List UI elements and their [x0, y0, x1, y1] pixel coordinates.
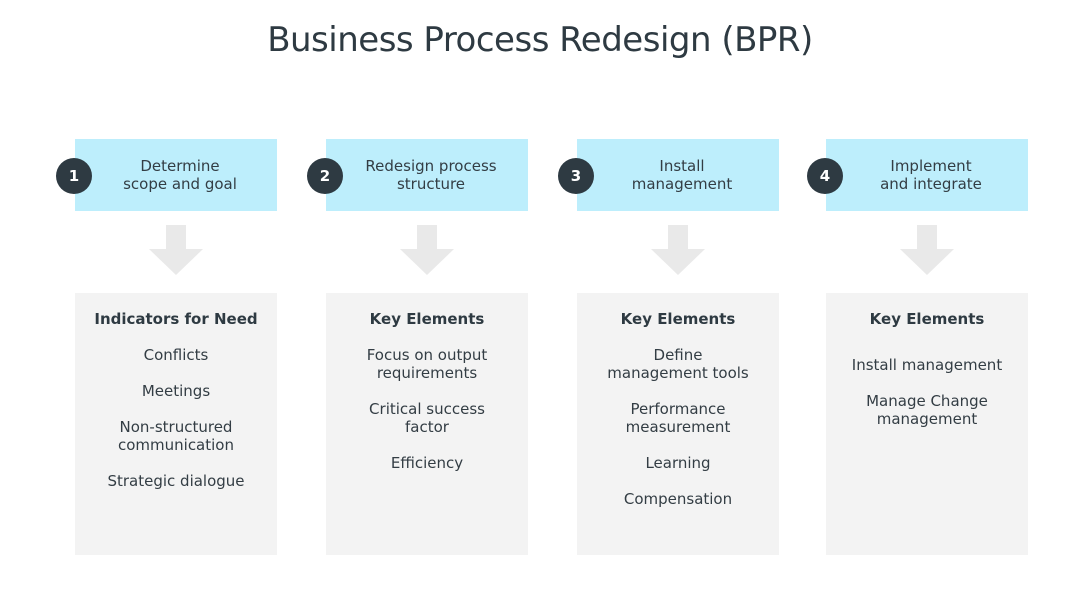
step-column-3: Install management 3 Key Elements Define…	[558, 139, 779, 555]
item-list: Install management Manage Change managem…	[826, 356, 1028, 428]
list-item: Critical success factor	[369, 400, 485, 436]
step-column-4: Implement and integrate 4 Key Elements I…	[807, 139, 1028, 555]
step-column-1: Determine scope and goal 1 Indicators fo…	[56, 139, 277, 555]
details-box: Key Elements Focus on output requirement…	[326, 293, 528, 555]
list-item: Focus on output requirements	[366, 346, 488, 382]
step-number-badge: 4	[807, 158, 843, 194]
arrow-down-icon	[149, 225, 203, 275]
arrow-down-icon	[400, 225, 454, 275]
list-item: Meetings	[141, 382, 211, 400]
box-title: Key Elements	[869, 310, 985, 328]
list-item: Learning	[645, 454, 711, 472]
box-title: Indicators for Need	[94, 310, 258, 328]
details-box: Key Elements Define management tools Per…	[577, 293, 779, 555]
step-header: Determine scope and goal	[75, 139, 277, 211]
list-item: Define management tools	[607, 346, 749, 382]
step-label: Redesign process structure	[365, 157, 497, 193]
step-number-badge: 2	[307, 158, 343, 194]
item-list: Focus on output requirements Critical su…	[326, 346, 528, 472]
list-item: Performance measurement	[625, 400, 731, 436]
step-label: Implement and integrate	[880, 157, 982, 193]
arrow-down-icon	[900, 225, 954, 275]
arrow-down-icon	[651, 225, 705, 275]
step-header: Implement and integrate	[826, 139, 1028, 211]
page-title: Business Process Redesign (BPR)	[267, 20, 813, 60]
step-header: Redesign process structure	[326, 139, 528, 211]
step-label: Install management	[631, 157, 733, 193]
list-item: Install management	[851, 356, 1003, 374]
step-number-badge: 1	[56, 158, 92, 194]
step-label: Determine scope and goal	[123, 157, 237, 193]
list-item: Conflicts	[143, 346, 209, 364]
step-column-2: Redesign process structure 2 Key Element…	[307, 139, 528, 555]
list-item: Strategic dialogue	[107, 472, 245, 490]
list-item: Efficiency	[390, 454, 464, 472]
list-item: Compensation	[623, 490, 733, 508]
details-box: Key Elements Install management Manage C…	[826, 293, 1028, 555]
box-title: Key Elements	[620, 310, 736, 328]
item-list: Conflicts Meetings Non-structured commun…	[75, 346, 277, 490]
list-item: Manage Change management	[866, 392, 988, 428]
step-number-badge: 3	[558, 158, 594, 194]
list-item: Non-structured communication	[117, 418, 234, 454]
box-title: Key Elements	[369, 310, 485, 328]
item-list: Define management tools Performance meas…	[577, 346, 779, 508]
step-header: Install management	[577, 139, 779, 211]
details-box: Indicators for Need Conflicts Meetings N…	[75, 293, 277, 555]
